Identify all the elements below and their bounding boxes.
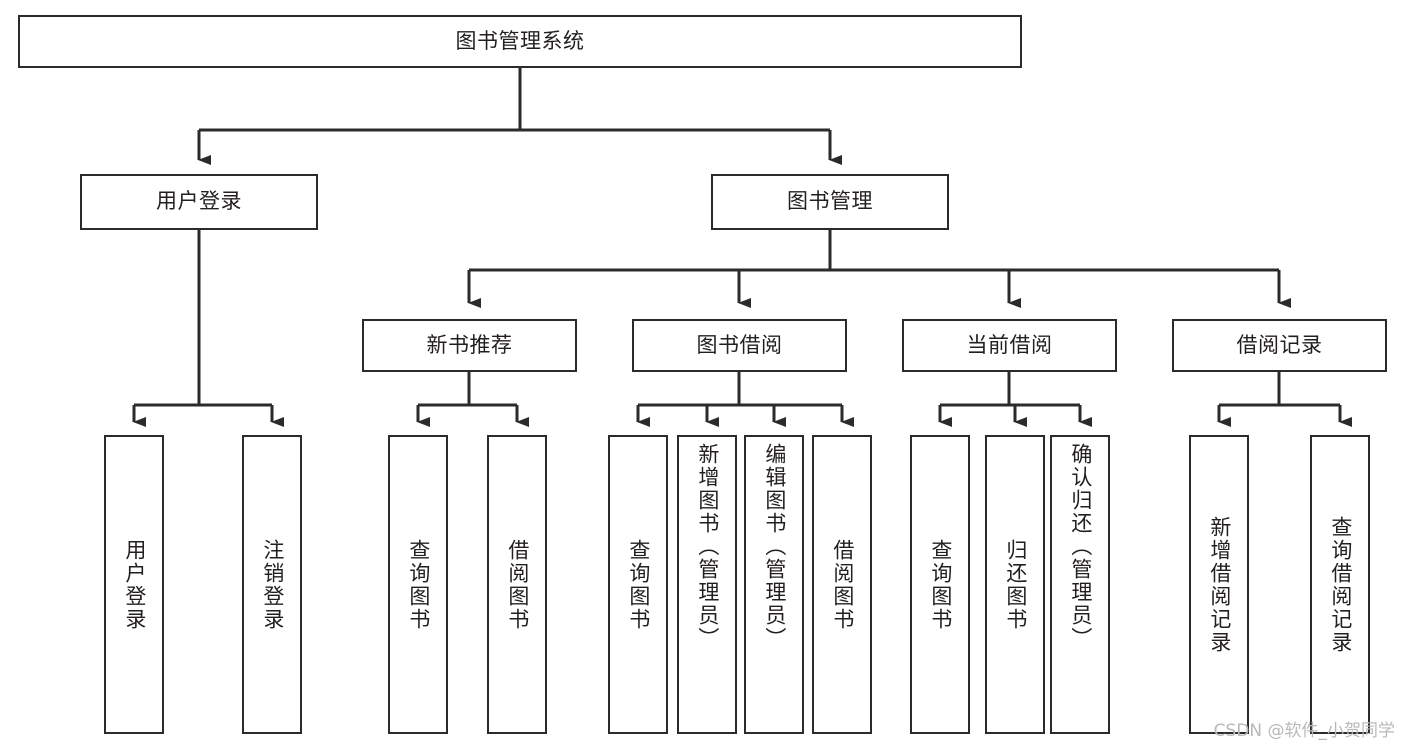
leaf-label: 新增借阅记录 xyxy=(1207,515,1232,654)
leaf-node[interactable]: 归还图书 xyxy=(985,435,1045,734)
node-new-book-recommendation[interactable]: 新书推荐 xyxy=(362,319,577,372)
leaf-label: 编辑图书（管理员） xyxy=(762,443,787,650)
node-book-borrow[interactable]: 图书借阅 xyxy=(632,319,847,372)
leaf-node[interactable]: 查询图书 xyxy=(388,435,448,734)
leaf-node[interactable]: 注销登录 xyxy=(242,435,302,734)
leaf-label: 借阅图书 xyxy=(505,538,530,631)
node-book-management[interactable]: 图书管理 xyxy=(711,174,949,230)
node-current-borrow-label: 当前借阅 xyxy=(966,332,1053,357)
leaf-label: 新增图书（管理员） xyxy=(695,443,720,650)
leaf-label: 确认归还（管理员） xyxy=(1068,443,1093,650)
leaf-node[interactable]: 借阅图书 xyxy=(487,435,547,734)
watermark-text: CSDN @软件_小贺同学 xyxy=(1213,721,1395,741)
node-new-book-recommendation-label: 新书推荐 xyxy=(426,332,513,357)
leaf-label: 注销登录 xyxy=(260,538,285,631)
leaf-node[interactable]: 用户登录 xyxy=(104,435,164,734)
node-book-borrow-label: 图书借阅 xyxy=(696,332,783,357)
leaf-node[interactable]: 查询图书 xyxy=(608,435,668,734)
leaf-label: 用户登录 xyxy=(122,538,147,631)
node-user-login[interactable]: 用户登录 xyxy=(80,174,318,230)
leaf-label: 查询图书 xyxy=(406,538,431,631)
leaf-label: 借阅图书 xyxy=(830,538,855,631)
leaf-label: 归还图书 xyxy=(1003,538,1028,631)
leaf-node[interactable]: 新增借阅记录 xyxy=(1189,435,1249,734)
leaf-label: 查询借阅记录 xyxy=(1328,515,1353,654)
leaf-label: 查询图书 xyxy=(626,538,651,631)
node-book-management-label: 图书管理 xyxy=(787,189,873,214)
node-root-label: 图书管理系统 xyxy=(455,28,585,53)
node-root-book-management-system[interactable]: 图书管理系统 xyxy=(18,15,1022,68)
leaf-node[interactable]: 查询借阅记录 xyxy=(1310,435,1370,734)
leaf-node[interactable]: 借阅图书 xyxy=(812,435,872,734)
node-user-login-label: 用户登录 xyxy=(156,189,242,214)
leaf-node[interactable]: 新增图书（管理员） xyxy=(677,435,737,734)
node-borrow-records[interactable]: 借阅记录 xyxy=(1172,319,1387,372)
node-borrow-records-label: 借阅记录 xyxy=(1236,332,1323,357)
leaf-node[interactable]: 编辑图书（管理员） xyxy=(744,435,804,734)
leaf-node[interactable]: 确认归还（管理员） xyxy=(1050,435,1110,734)
leaf-label: 查询图书 xyxy=(928,538,953,631)
leaf-node[interactable]: 查询图书 xyxy=(910,435,970,734)
node-current-borrow[interactable]: 当前借阅 xyxy=(902,319,1117,372)
